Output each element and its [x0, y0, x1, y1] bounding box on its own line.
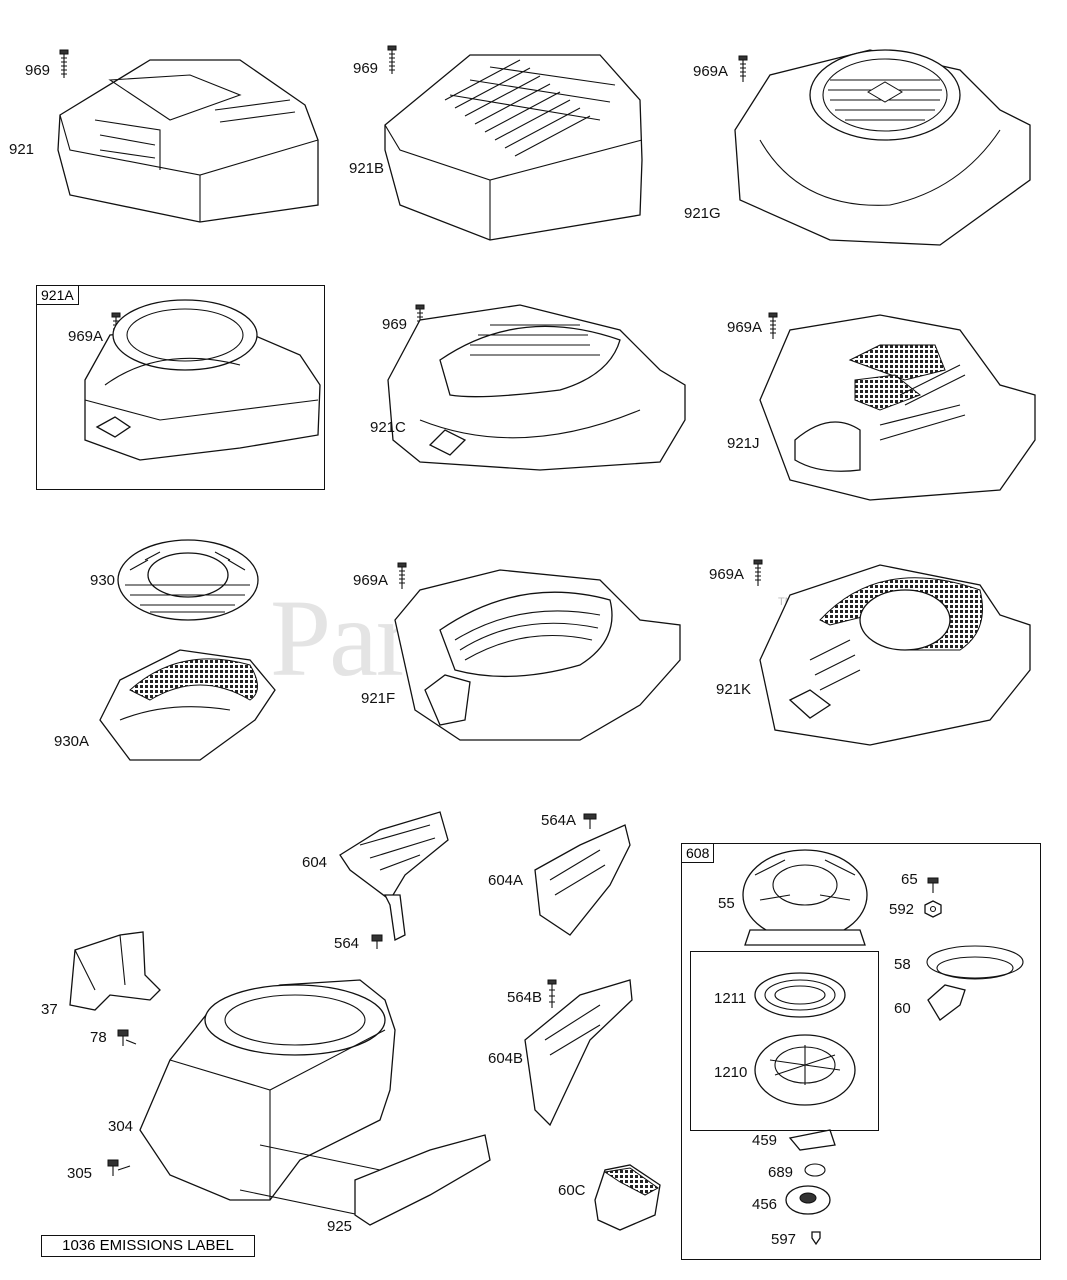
pawl-459 [788, 1129, 836, 1151]
bolt-564 [371, 934, 383, 949]
label-459: 459 [752, 1132, 778, 1149]
blower-housing-921 [57, 59, 319, 223]
label-969A: 969A [353, 572, 389, 589]
label-604B: 604B [488, 1050, 524, 1067]
baffle-604 [339, 811, 449, 941]
label-969: 969 [353, 60, 379, 77]
label-921G: 921G [684, 205, 721, 222]
label-78: 78 [90, 1029, 107, 1046]
label-58: 58 [894, 956, 911, 973]
label-921C: 921C [370, 419, 406, 436]
label-592: 592 [889, 901, 915, 918]
screw-597 [811, 1231, 821, 1246]
starter-handle-60 [927, 984, 966, 1021]
retainer-456 [785, 1185, 831, 1215]
label-969A: 969A [68, 328, 104, 345]
label-925 [354, 1134, 491, 1226]
label-921J: 921J [727, 435, 760, 452]
label-921K: 921K [716, 681, 752, 698]
label-564: 564 [334, 935, 360, 952]
screw-969-2 [387, 45, 397, 74]
baffle-604A [534, 824, 631, 936]
frame-921A [36, 285, 325, 490]
screw-65 [927, 877, 939, 893]
recoil-cover-930 [117, 539, 259, 621]
label-969A: 969A [727, 319, 763, 336]
label-930: 930 [90, 572, 116, 589]
box-label-921A: 921A [36, 285, 79, 305]
label-60: 60 [894, 1000, 911, 1017]
blower-housing-921F [394, 569, 681, 741]
label-921B: 921B [349, 160, 385, 177]
handle-60C [594, 1164, 661, 1231]
label-37: 37 [41, 1001, 58, 1018]
deflector-37 [69, 931, 161, 1011]
label-969A: 969A [709, 566, 745, 583]
label-597: 597 [771, 1231, 797, 1248]
bolt-564A [583, 813, 597, 829]
screw-305 [107, 1159, 131, 1176]
label-969: 969 [25, 62, 51, 79]
label-930A: 930A [54, 733, 90, 750]
label-564A: 564A [541, 812, 577, 829]
emissions-label-1036: 1036 EMISSIONS LABEL [41, 1235, 255, 1257]
blower-housing-921G [734, 49, 1031, 246]
label-689: 689 [768, 1164, 794, 1181]
blower-housing-921C [387, 304, 686, 471]
frame-1210-1211 [690, 951, 879, 1131]
label-65: 65 [901, 871, 918, 888]
recoil-cover-930A [99, 649, 276, 761]
screw-78 [117, 1029, 137, 1046]
label-1210: 1210 [714, 1064, 748, 1081]
starter-rope-58 [926, 945, 1024, 980]
label-304: 304 [108, 1118, 134, 1135]
nut-592 [924, 900, 942, 918]
screw-969-1 [59, 49, 69, 78]
screw-969A-5 [753, 559, 763, 586]
label-969: 969 [382, 316, 408, 333]
recoil-spring-1211 [754, 972, 846, 1018]
label-60C: 60C [558, 1182, 586, 1199]
box-label-608: 608 [681, 843, 715, 863]
screw-969A-1 [738, 55, 748, 82]
label-925: 925 [327, 1218, 353, 1235]
blower-housing-921K [759, 564, 1031, 746]
screw-564B [547, 979, 557, 1008]
blower-housing-921A [84, 299, 321, 461]
label-921: 921 [9, 141, 35, 158]
label-921F: 921F [361, 690, 396, 707]
frame-608 [681, 843, 1041, 1260]
label-1211: 1211 [714, 990, 747, 1007]
label-305: 305 [67, 1165, 93, 1182]
label-604: 604 [302, 854, 328, 871]
recoil-pulley-1210 [754, 1034, 856, 1106]
label-969A: 969A [693, 63, 729, 80]
label-604A: 604A [488, 872, 524, 889]
label-456: 456 [752, 1196, 778, 1213]
baffle-604B [524, 979, 633, 1127]
recoil-housing-55 [742, 849, 868, 946]
label-55: 55 [718, 895, 735, 912]
ring-689 [804, 1163, 826, 1177]
label-564B: 564B [507, 989, 543, 1006]
blower-housing-921B [384, 54, 643, 241]
blower-housing-921J [759, 314, 1036, 501]
blower-housing-304 [139, 979, 396, 1216]
screw-969A-4 [397, 562, 407, 589]
screw-969A-3 [768, 312, 778, 339]
